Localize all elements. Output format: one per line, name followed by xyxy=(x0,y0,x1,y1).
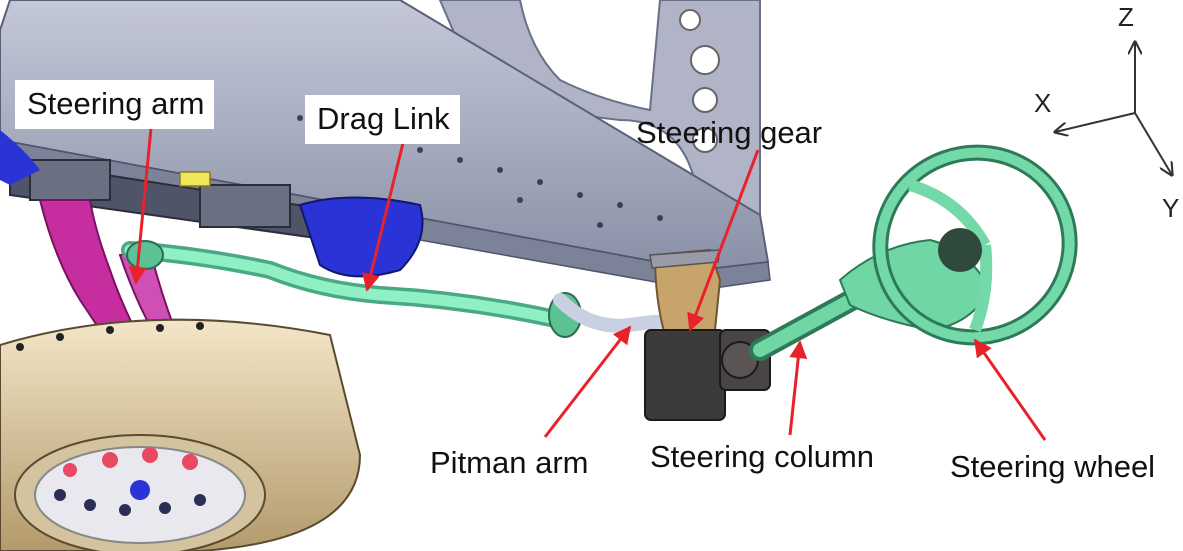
label-steering-column: Steering column xyxy=(650,439,875,474)
arrow-steering-wheel xyxy=(973,338,1047,441)
label-pitman-arm: Pitman arm xyxy=(430,445,589,480)
coordinate-axes xyxy=(1055,42,1172,175)
label-steering-gear: Steering gear xyxy=(636,115,823,150)
upper-frame-bracket xyxy=(438,0,761,232)
axis-label-y: Y xyxy=(1162,193,1180,223)
arrow-steering-gear xyxy=(687,149,760,332)
y-axis xyxy=(1134,112,1172,175)
steering-wheel-part xyxy=(872,144,1078,346)
label-steering-wheel: Steering wheel xyxy=(950,449,1156,484)
axis-label-z: Z xyxy=(1118,2,1134,32)
arrow-pitman-arm xyxy=(543,325,632,438)
annotation-arrows xyxy=(128,117,1047,441)
x-axis xyxy=(1055,112,1136,132)
arrow-steering-arm xyxy=(128,117,154,285)
axis-label-x: X xyxy=(1034,88,1052,118)
label-steering-arm: Steering arm xyxy=(15,80,215,129)
blue-bracket-left xyxy=(0,130,40,185)
blue-bracket xyxy=(298,196,424,278)
front-wheel xyxy=(0,318,362,551)
arrow-drag-link xyxy=(362,142,405,292)
label-drag-link: Drag Link xyxy=(305,95,460,144)
arrow-steering-column xyxy=(788,340,808,436)
